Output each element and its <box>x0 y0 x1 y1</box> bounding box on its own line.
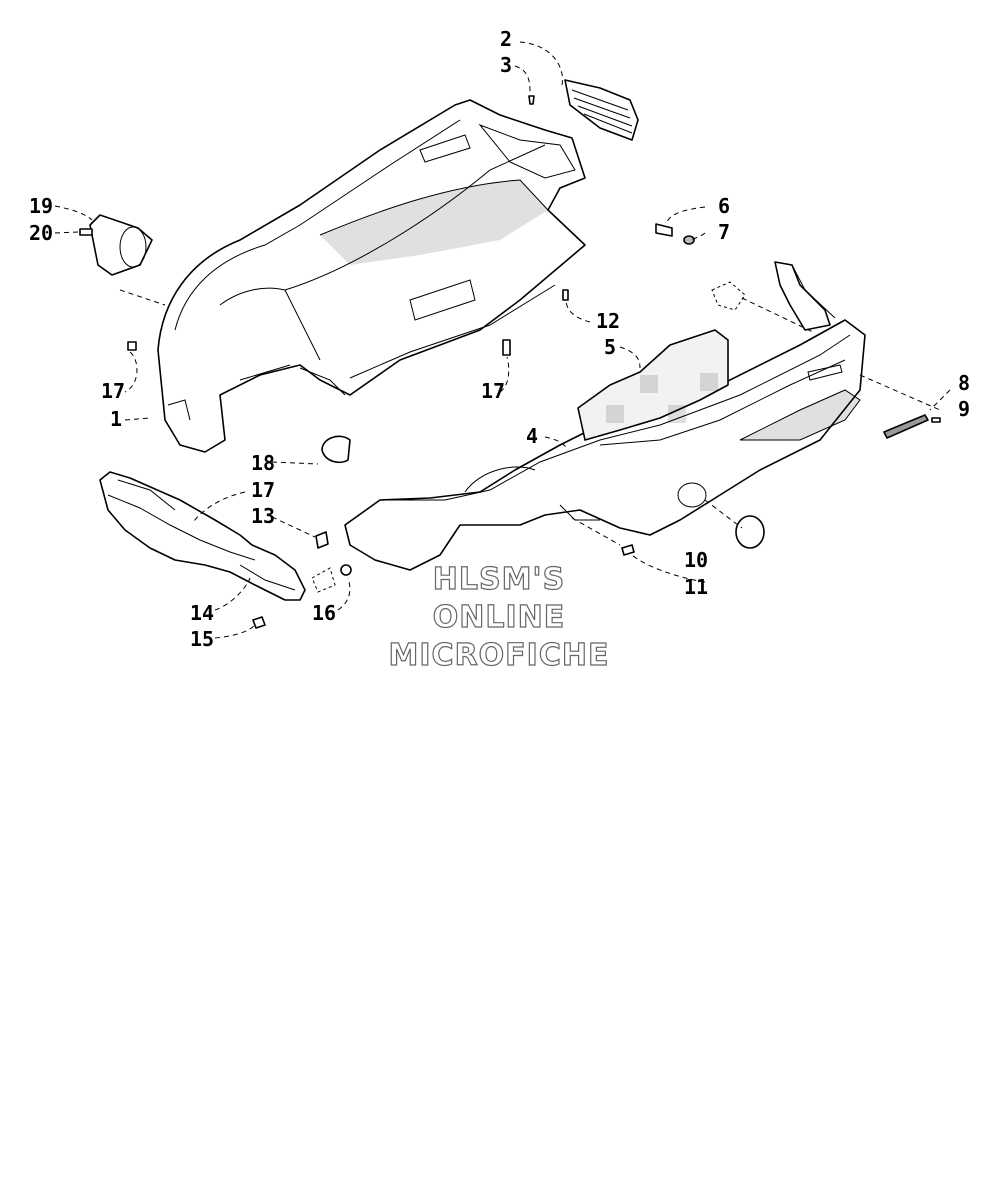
part-5-heat-shield <box>577 329 729 441</box>
callout-17-center: 17 <box>481 379 505 403</box>
part-10-cap <box>735 515 765 549</box>
callout-17-left: 17 <box>101 379 125 403</box>
callout-2: 2 <box>500 27 512 51</box>
callout-5: 5 <box>604 335 616 359</box>
callout-8: 8 <box>958 371 970 395</box>
part-11-screw <box>621 544 635 556</box>
part-18-clip <box>321 435 351 464</box>
part-7-washer <box>683 235 695 245</box>
watermark: HLSM'S ONLINE MICROFICHE <box>388 561 610 673</box>
part-6-screw <box>655 223 673 237</box>
part-13-pin <box>315 531 329 549</box>
callout-16: 16 <box>312 601 336 625</box>
part-10-hole <box>677 482 707 508</box>
watermark-line-2: ONLINE <box>433 600 566 635</box>
part-14-bumper <box>99 471 306 601</box>
leader-lines <box>54 41 951 639</box>
callout-7: 7 <box>718 220 730 244</box>
callout-3: 3 <box>500 53 512 77</box>
callout-14: 14 <box>190 601 214 625</box>
part-2-vent <box>564 79 639 141</box>
callout-20: 20 <box>29 221 53 245</box>
callout-9: 9 <box>958 397 970 421</box>
part-20-screw <box>79 228 93 236</box>
watermark-line-1: HLSM'S <box>433 562 565 597</box>
callout-17-bumper: 17 <box>251 478 275 502</box>
part-3-screw <box>528 95 535 105</box>
callout-6: 6 <box>718 194 730 218</box>
callout-11: 11 <box>684 575 708 599</box>
watermark-line-3: MICROFICHE <box>389 638 610 673</box>
callout-15: 15 <box>190 627 214 651</box>
callout-13: 13 <box>251 504 275 528</box>
callout-4: 4 <box>526 424 538 448</box>
part-1-belly-pan <box>157 99 586 453</box>
callout-12: 12 <box>596 309 620 333</box>
callout-10: 10 <box>684 548 708 572</box>
part-9-screw <box>931 417 941 423</box>
callout-1: 1 <box>110 407 122 431</box>
part-19-duct <box>89 214 153 276</box>
part-4-side-panel <box>344 261 866 571</box>
part-16-nut <box>311 564 352 593</box>
callout-18: 18 <box>251 451 275 475</box>
callout-19: 19 <box>29 194 53 218</box>
part-12-screw <box>562 289 569 301</box>
part-8-plate <box>883 414 929 439</box>
grommet <box>711 281 746 311</box>
part-15-screw <box>252 616 266 629</box>
